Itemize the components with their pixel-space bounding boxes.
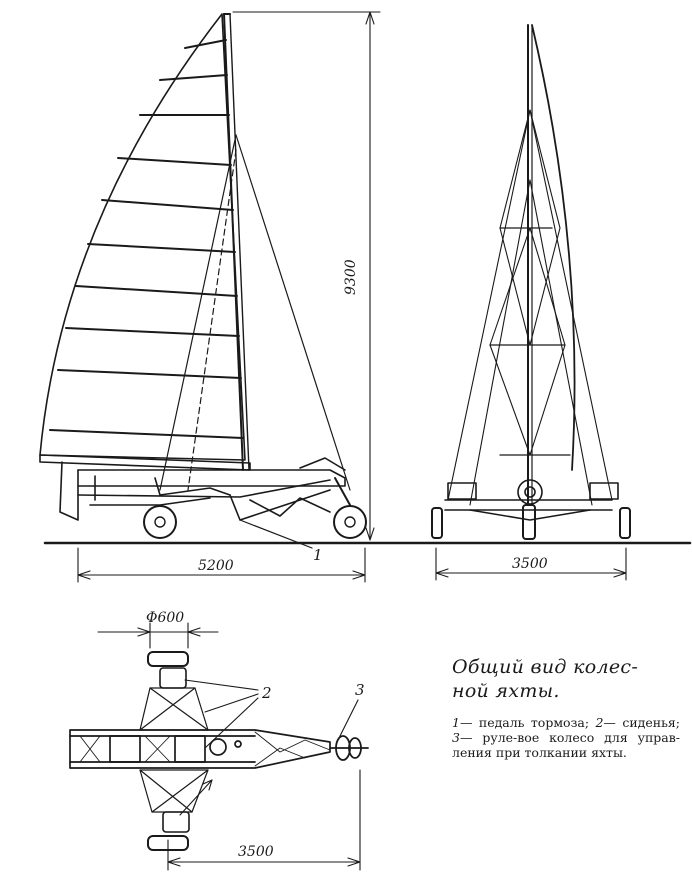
side-chassis [59,457,346,521]
height-dimension [232,11,381,541]
legend-2-text: — сиденья; [603,715,680,730]
side-view [39,11,692,583]
caption-title: Общий вид колес- ной яхты. [452,655,680,703]
legend-3-num: 3 [452,730,460,745]
wheel-diameter-label: Φ600 [146,610,184,626]
caption-legend: 1— педаль тормоза; 2— сиденья; 3— руле-в… [452,715,680,760]
mast-height-label: 9300 [343,259,359,295]
caption-title-line-2: ной яхты. [452,680,560,702]
side-stays [159,134,351,491]
callout-2: 2 [261,684,272,702]
front-view [431,24,631,581]
callout-3: 3 [355,681,365,699]
side-length-label: 5200 [198,558,234,574]
plan-track-label: 3500 [238,844,274,860]
side-wheels [143,477,367,539]
legend-1-text: — педаль тормоза; [459,715,590,730]
figure-caption: Общий вид колес- ной яхты. 1— педаль тор… [452,655,680,760]
callout-1: 1 [313,546,323,564]
legend-3-text: — руле-вое колесо для управ-ления при то… [452,730,680,760]
side-sail [39,13,246,461]
legend-1-num: 1 [452,715,460,730]
side-mast [223,13,250,471]
legend-2-num: 2 [595,715,604,730]
caption-title-line-1: Общий вид колес- [452,656,639,678]
front-track-label: 3500 [512,556,548,572]
plan-view [69,622,369,871]
length-dimension [77,547,366,583]
